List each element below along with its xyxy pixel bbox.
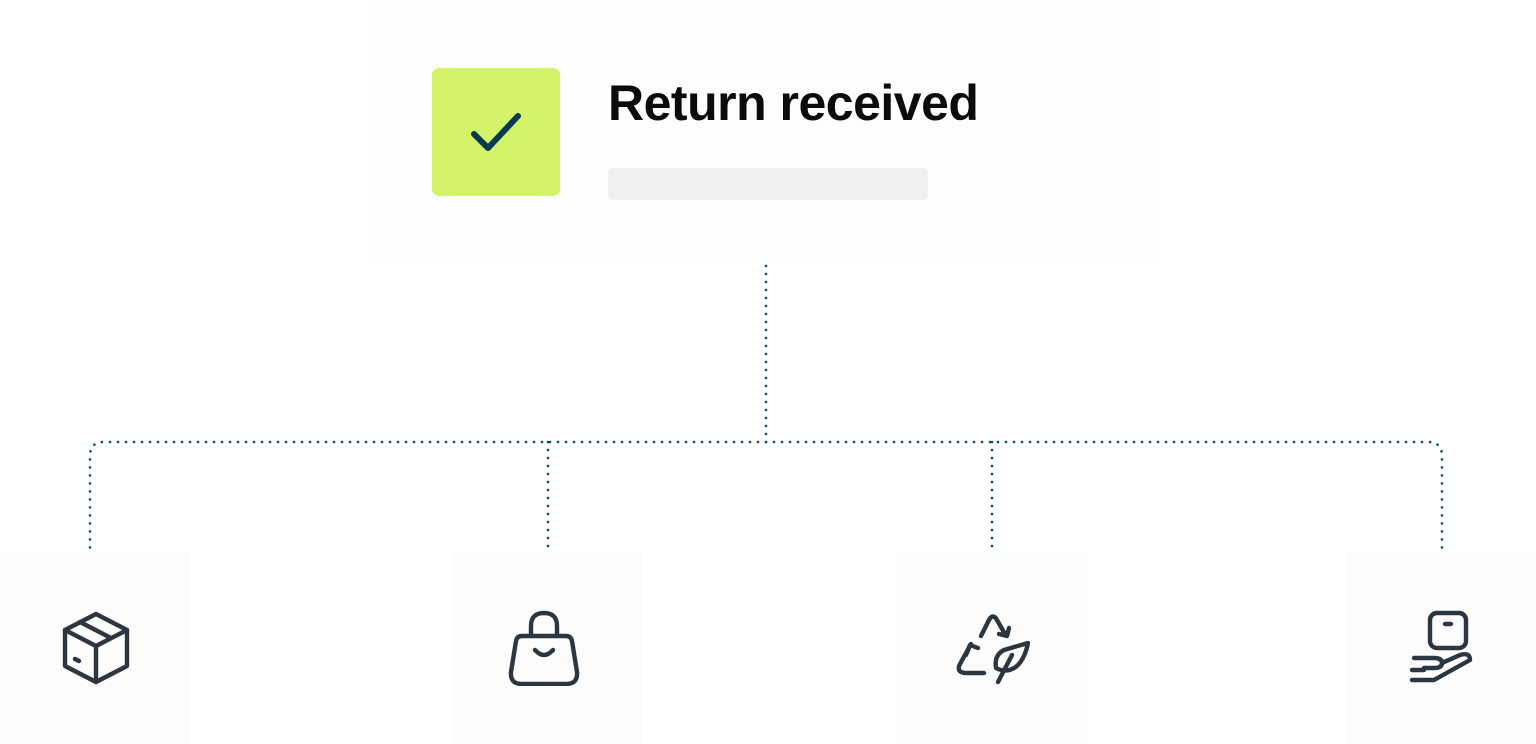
status-badge	[432, 68, 560, 196]
page-title: Return received	[608, 75, 979, 131]
check-icon	[471, 113, 521, 151]
subtitle-placeholder	[608, 168, 928, 200]
recycle-leaf-icon	[956, 614, 1030, 685]
connector-branch-box	[88, 440, 768, 552]
package-box-icon	[62, 611, 130, 685]
shopping-bag-icon	[508, 610, 580, 686]
connector-branch-hand	[764, 440, 1444, 552]
option-tile-bag	[452, 552, 642, 744]
option-tile-recycle	[897, 552, 1087, 744]
hand-package-icon	[1409, 610, 1473, 683]
